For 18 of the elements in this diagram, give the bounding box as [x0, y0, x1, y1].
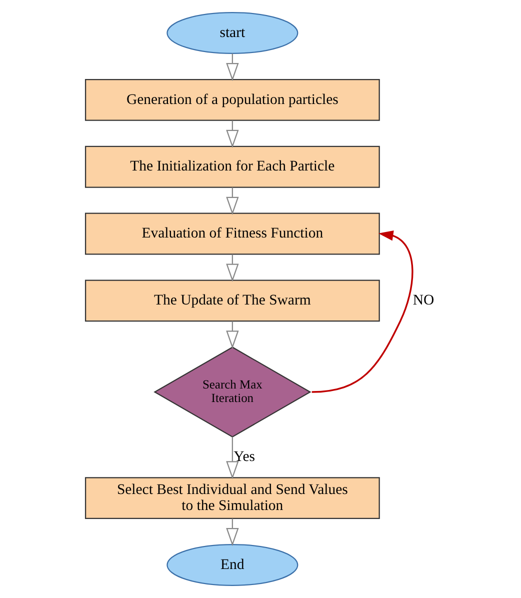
node-ellipse: start	[166, 12, 298, 54]
edge-label: NO	[412, 292, 434, 309]
arrow	[226, 187, 239, 215]
arrow	[226, 436, 239, 480]
node-diamond: Search Max Iteration	[154, 346, 312, 438]
node-box: Evaluation of Fitness Function	[84, 212, 380, 255]
node-box: The Update of The Swarm	[84, 280, 380, 322]
arrow	[226, 321, 239, 349]
arrow	[312, 230, 414, 393]
edge-label: Yes	[234, 449, 256, 466]
arrow	[226, 254, 239, 282]
node-ellipse: End	[166, 544, 298, 586]
node-box: Generation of a population particles	[84, 78, 380, 121]
node-box: The Initialization for Each Particle	[84, 146, 380, 188]
arrow	[226, 518, 239, 546]
node-box: Select Best Individual and Send Values to the Simulation	[84, 477, 380, 520]
arrow	[226, 54, 239, 82]
arrow	[226, 120, 239, 148]
